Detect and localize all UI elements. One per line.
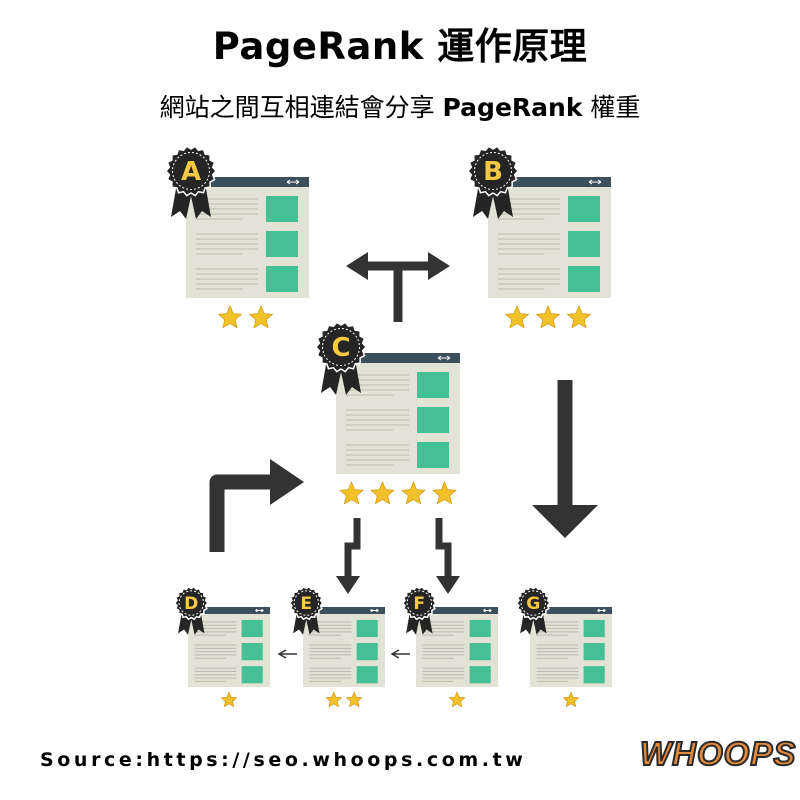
arrow-c-to-f-head xyxy=(436,576,460,594)
arrow-b-to-g-head xyxy=(532,505,598,538)
content-block xyxy=(266,196,298,222)
ribbon-badge-icon xyxy=(401,585,437,635)
star-icon xyxy=(339,480,364,505)
page-label-c: C xyxy=(331,333,350,363)
ribbon-badge-icon xyxy=(288,585,324,635)
page-window-bar-d xyxy=(188,607,270,614)
arrows-left-right-icon xyxy=(588,179,602,185)
arrows-left-right-icon xyxy=(483,608,492,613)
arrow-d-to-c-shaft xyxy=(209,474,278,552)
content-block xyxy=(469,619,491,638)
page-title: PageRank 運作原理 xyxy=(0,16,800,70)
page-label-a: A xyxy=(181,157,201,187)
arrow-c-to-e-head xyxy=(336,576,360,594)
star-icon xyxy=(370,480,395,505)
arrow-e-to-d xyxy=(277,649,297,659)
star-icon xyxy=(345,691,363,708)
page-label-e: E xyxy=(300,594,312,614)
arrow-d-to-c-head xyxy=(270,459,304,505)
content-block xyxy=(583,666,605,684)
page-label-b: B xyxy=(483,157,503,187)
title-en: PageRank xyxy=(212,25,424,68)
web-page-e: E xyxy=(288,585,385,708)
subtitle-zh: 網站之間互相連結會分享 xyxy=(159,93,435,122)
content-block xyxy=(266,266,298,292)
content-block xyxy=(241,643,263,661)
star-icon xyxy=(504,304,530,329)
star-rating-e xyxy=(325,691,363,708)
title-zh: 運作原理 xyxy=(437,25,588,68)
web-page-c: C xyxy=(315,321,460,505)
subtitle-en: PageRank xyxy=(442,93,583,122)
ribbon-badge-icon xyxy=(315,321,367,395)
star-rating-b xyxy=(504,304,592,329)
ribbon-badge-icon xyxy=(165,145,217,219)
content-block xyxy=(241,619,263,638)
star-icon xyxy=(562,691,580,708)
page-window-bar-a xyxy=(186,177,309,187)
page-label-f: F xyxy=(413,594,425,614)
star-icon xyxy=(566,304,592,329)
content-block xyxy=(356,619,378,638)
content-block xyxy=(417,407,449,433)
arrow-to-b-head xyxy=(428,252,450,280)
whoops-logo: WHOOPS xyxy=(639,734,797,773)
star-icon xyxy=(432,480,457,505)
content-block xyxy=(568,266,600,292)
content-block xyxy=(568,196,600,222)
page-window-bar-e xyxy=(303,607,385,614)
content-block xyxy=(469,643,491,661)
arrow-f-to-e xyxy=(390,649,410,659)
page-window-bar-c xyxy=(336,353,460,363)
page-label-d: D xyxy=(184,594,198,614)
content-block xyxy=(356,666,378,684)
arrows-left-right-icon xyxy=(597,608,606,613)
arrow-c-to-e-shaft xyxy=(344,518,361,580)
content-block xyxy=(241,666,263,684)
star-rating-c xyxy=(339,480,457,505)
star-rating-g xyxy=(562,691,580,708)
star-icon xyxy=(217,304,243,329)
content-block xyxy=(266,231,298,257)
content-block xyxy=(417,442,449,468)
web-page-f: F xyxy=(401,585,498,708)
content-block xyxy=(568,231,600,257)
ribbon-badge-icon xyxy=(467,145,519,219)
content-block xyxy=(417,372,449,398)
arrow-to-a-head xyxy=(346,252,368,280)
arrows-group xyxy=(209,252,598,659)
star-rating-f xyxy=(448,691,466,708)
web-page-d: D xyxy=(173,585,270,708)
ribbon-badge-icon xyxy=(515,585,551,635)
star-icon xyxy=(325,691,343,708)
star-icon xyxy=(535,304,561,329)
web-page-g: G xyxy=(515,585,612,708)
content-block xyxy=(583,643,605,661)
page-window-bar-f xyxy=(416,607,498,614)
page-subtitle: 網站之間互相連結會分享 PageRank 權重 xyxy=(0,88,800,124)
page-window-bar-b xyxy=(488,177,611,187)
star-icon xyxy=(448,691,466,708)
star-icon xyxy=(401,480,426,505)
content-block xyxy=(583,619,605,638)
arrows-left-right-icon xyxy=(255,608,264,613)
source-credit: Source:https://seo.whoops.com.tw xyxy=(40,749,527,771)
web-page-b: B xyxy=(467,145,611,329)
ribbon-badge-icon xyxy=(173,585,209,635)
arrows-left-right-icon xyxy=(437,355,451,361)
web-page-a: A xyxy=(165,145,309,329)
subtitle-tail: 權重 xyxy=(590,93,641,122)
star-icon xyxy=(220,691,238,708)
arrow-c-to-f-shaft xyxy=(435,518,452,580)
arrows-left-right-icon xyxy=(286,179,300,185)
page-window-bar-g xyxy=(530,607,612,614)
arrows-left-right-icon xyxy=(370,608,379,613)
star-icon xyxy=(248,304,274,329)
content-block xyxy=(469,666,491,684)
star-rating-d xyxy=(220,691,238,708)
star-rating-a xyxy=(217,304,274,329)
page-label-g: G xyxy=(526,594,540,614)
content-block xyxy=(356,643,378,661)
